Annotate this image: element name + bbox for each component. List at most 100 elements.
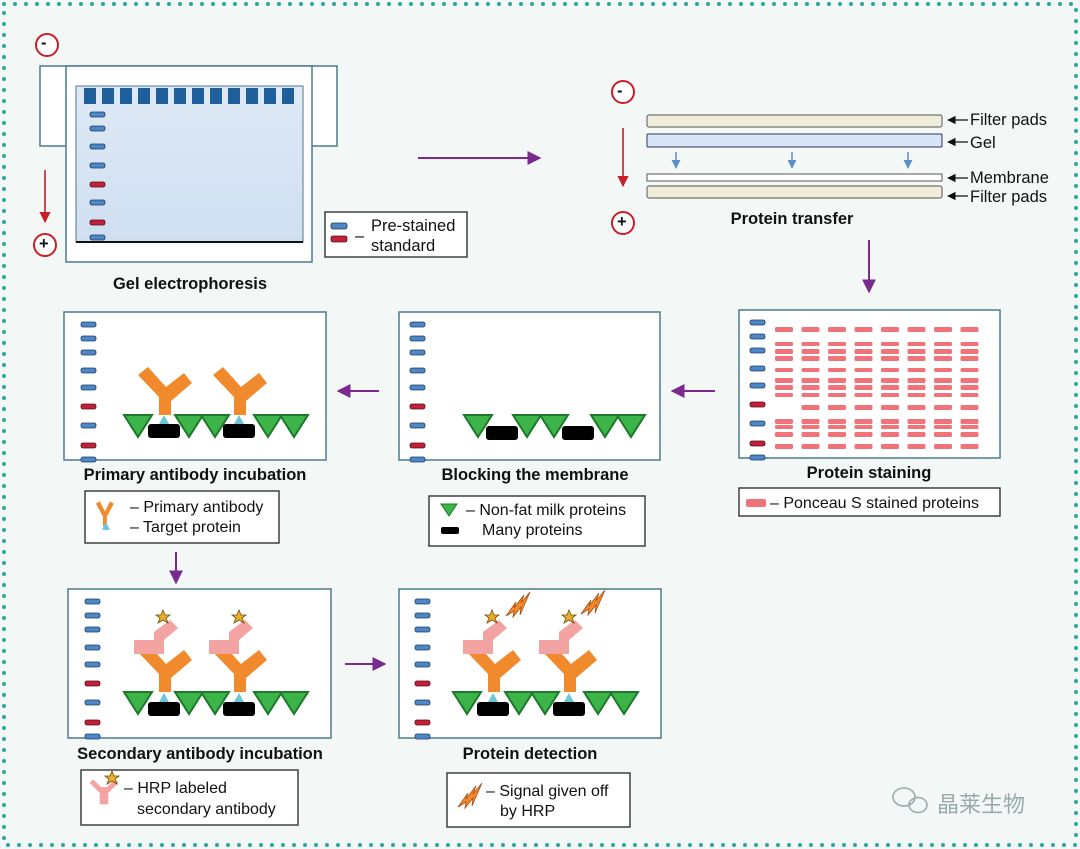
label-filter-pads-top: Filter pads: [970, 111, 1048, 129]
ladder-band: [80, 422, 97, 429]
ponceau-band: [934, 356, 952, 361]
target-protein: [234, 415, 244, 424]
transfer-positive-electrode-icon: [611, 211, 635, 235]
ladder-band: [414, 626, 431, 633]
ladder-band: [749, 420, 766, 427]
ponceau-band: [934, 342, 952, 346]
ponceau-band: [881, 356, 899, 361]
ponceau-band: [828, 385, 846, 390]
legend-line2: standard: [371, 237, 436, 255]
ponceau-band: [960, 405, 979, 410]
protein-band: [148, 702, 180, 716]
milk-protein-triangle: [173, 691, 205, 716]
ponceau-band: [907, 444, 926, 449]
legend-line1: Pre-stained: [371, 217, 456, 235]
pos-symbol: +: [39, 235, 49, 253]
ponceau-band: [775, 378, 793, 383]
transfer-title: Protein transfer: [730, 210, 854, 228]
ponceau-band: [881, 419, 899, 424]
primary-panel: [63, 311, 327, 461]
target-protein: [488, 693, 498, 702]
secondary-antibody: [209, 620, 253, 654]
ladder-band: [414, 598, 431, 605]
watermark: 晶莱生物: [937, 792, 1026, 817]
ladder-band: [749, 319, 766, 326]
ponceau-band: [801, 419, 820, 424]
secondary-antibody: [463, 620, 507, 654]
ponceau-bands: [775, 327, 979, 449]
legend-red-band: [330, 235, 348, 243]
ladder-band: [409, 349, 426, 356]
ponceau-band: [881, 378, 899, 383]
ponceau-band: [960, 368, 979, 372]
gel-ladder: [89, 111, 106, 241]
ladder-band: [414, 719, 431, 726]
ladder-band: [84, 612, 101, 619]
ponceau-band: [854, 393, 873, 397]
ponceau-band: [907, 368, 926, 372]
ponceau-band: [801, 444, 820, 449]
ladder-band: [409, 422, 426, 429]
ponceau-band: [828, 342, 846, 346]
label-membrane: Membrane: [970, 169, 1049, 187]
legend-blue-band: [330, 222, 348, 230]
ponceau-band: [960, 342, 979, 346]
ponceau-band: [828, 444, 846, 449]
ponceau-band: [775, 425, 793, 429]
ladder-band: [89, 125, 106, 132]
ladder-band: [409, 384, 426, 391]
ponceau-band: [801, 342, 820, 346]
target-protein: [234, 693, 244, 702]
milk-protein-triangle: [608, 691, 640, 716]
ponceau-band: [801, 432, 820, 437]
ponceau-band: [828, 405, 846, 410]
ponceau-band: [854, 327, 873, 332]
signal-bolt: [505, 591, 531, 619]
ladder-band: [749, 401, 766, 408]
ladder-band: [89, 162, 106, 169]
ladder-band: [409, 456, 426, 463]
ladder-band: [409, 367, 426, 374]
ladder-band: [80, 321, 97, 328]
blocking-legend-line2: Many proteins: [482, 522, 583, 539]
gel-well: [138, 88, 150, 104]
ponceau-band: [881, 385, 899, 390]
ladder-band: [84, 661, 101, 668]
gel-electrophoresis-panel: [39, 65, 338, 263]
ponceau-band: [801, 327, 820, 332]
protein-transfer-panel: [646, 114, 968, 201]
legend-primary-antibody-icon: [95, 501, 114, 527]
ladder-band: [80, 367, 97, 374]
protein-band: [562, 426, 594, 440]
protein-band: [477, 702, 509, 716]
ladder-band: [84, 644, 101, 651]
legend-many-proteins-icon: [441, 527, 459, 534]
ponceau-band: [907, 385, 926, 390]
legend-milk-protein-icon: [440, 503, 458, 517]
ponceau-band: [828, 368, 846, 372]
secondary-legend-line2: secondary antibody: [137, 801, 276, 818]
milk-protein-triangle: [615, 414, 647, 439]
legend-signal-icon: [457, 782, 483, 810]
ladder-band: [80, 456, 97, 463]
ponceau-band: [775, 327, 793, 332]
milk-protein-triangle: [122, 691, 154, 716]
ponceau-band: [960, 356, 979, 361]
milk-protein-triangle: [122, 414, 154, 439]
ponceau-band: [907, 432, 926, 437]
primary-antibody: [138, 367, 192, 415]
ponceau-band: [907, 419, 926, 424]
ponceau-band: [854, 378, 873, 383]
ponceau-band: [934, 419, 952, 424]
ponceau-band: [854, 356, 873, 361]
label-filter-pads-bottom: Filter pads: [970, 188, 1048, 206]
ponceau-band: [907, 405, 926, 410]
secondary-panel: [67, 588, 332, 739]
ponceau-band: [881, 432, 899, 437]
hrp-star: [230, 608, 248, 624]
protein-band: [223, 702, 255, 716]
milk-protein-triangle: [503, 691, 535, 716]
staining-legend: – Ponceau S stained proteins: [770, 495, 980, 512]
legend-target-protein-icon: [102, 522, 110, 530]
ponceau-band: [934, 385, 952, 390]
